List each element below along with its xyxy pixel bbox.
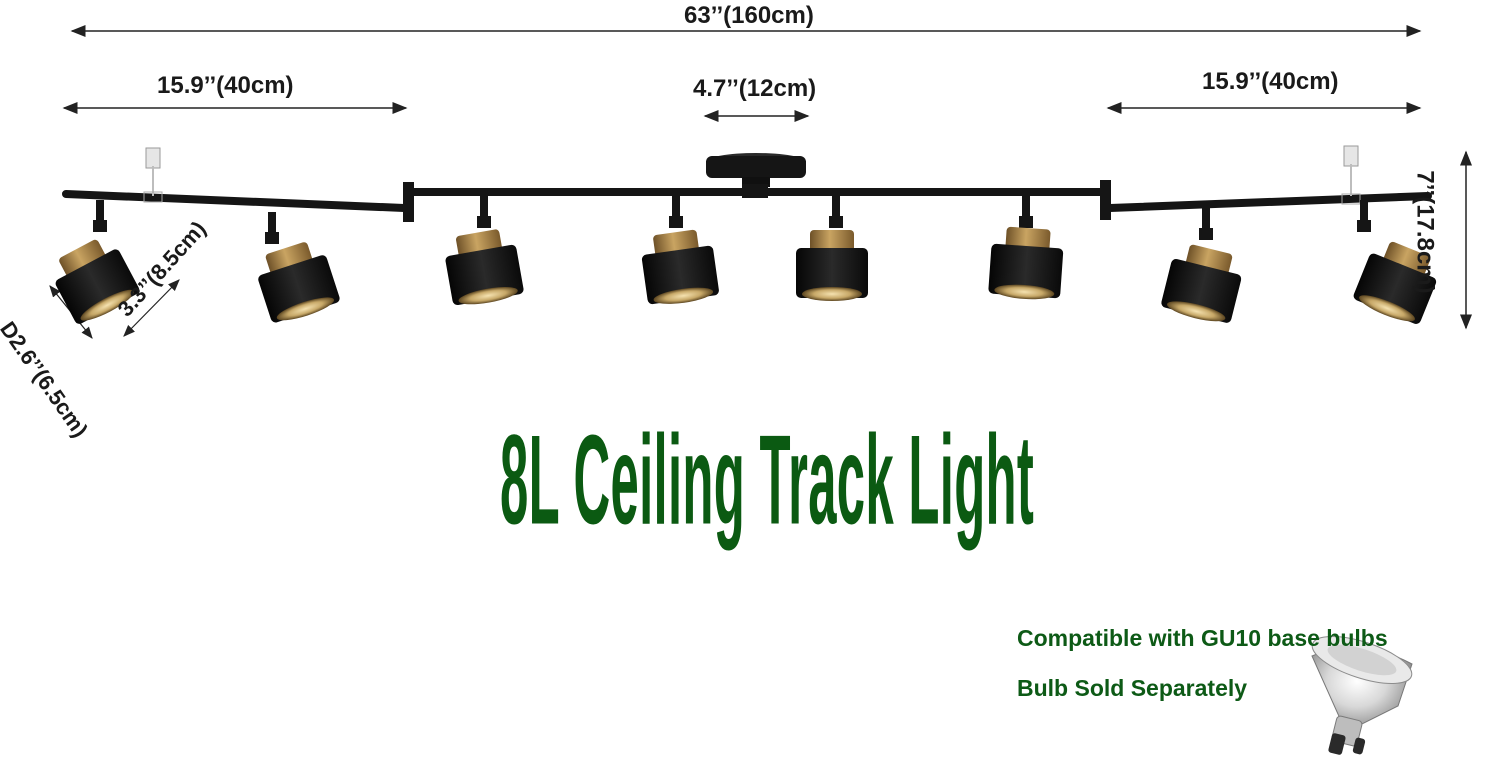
right-hanging-clip bbox=[1341, 145, 1361, 205]
ceiling-canopy bbox=[706, 153, 806, 187]
right-joint bbox=[1100, 180, 1111, 220]
left-joint bbox=[403, 182, 414, 222]
product-title: 8L Ceiling Track Light bbox=[500, 410, 1035, 552]
spotlight-2 bbox=[258, 212, 340, 323]
left-hanging-clip bbox=[143, 147, 163, 203]
track-bars bbox=[62, 188, 1432, 212]
spotlight-7 bbox=[1161, 208, 1242, 323]
spotlight-5 bbox=[796, 196, 868, 301]
spotlight-3 bbox=[445, 196, 524, 306]
spotlight-1 bbox=[55, 200, 140, 324]
spotlight-6 bbox=[988, 196, 1064, 300]
canopy-width-label: 4.7’’(12cm) bbox=[693, 75, 817, 102]
height-label: 7’’(17.8cm) bbox=[1411, 170, 1439, 294]
shade-length-dim-line bbox=[123, 279, 180, 337]
spotlight-8 bbox=[1353, 200, 1437, 324]
bulb-sold-separately-note: Bulb Sold Separately bbox=[1017, 675, 1248, 701]
left-arm-label: 15.9’’(40cm) bbox=[157, 72, 294, 99]
spotlight-4 bbox=[641, 196, 719, 305]
gu10-bulb-image bbox=[1311, 636, 1413, 755]
right-arm-label: 15.9’’(40cm) bbox=[1202, 68, 1339, 95]
total-length-label: 63’’(160cm) bbox=[684, 2, 814, 29]
center-connector bbox=[742, 184, 768, 198]
compatibility-note: Compatible with GU10 base bulbs bbox=[1017, 625, 1388, 651]
spotlights bbox=[55, 196, 1437, 324]
